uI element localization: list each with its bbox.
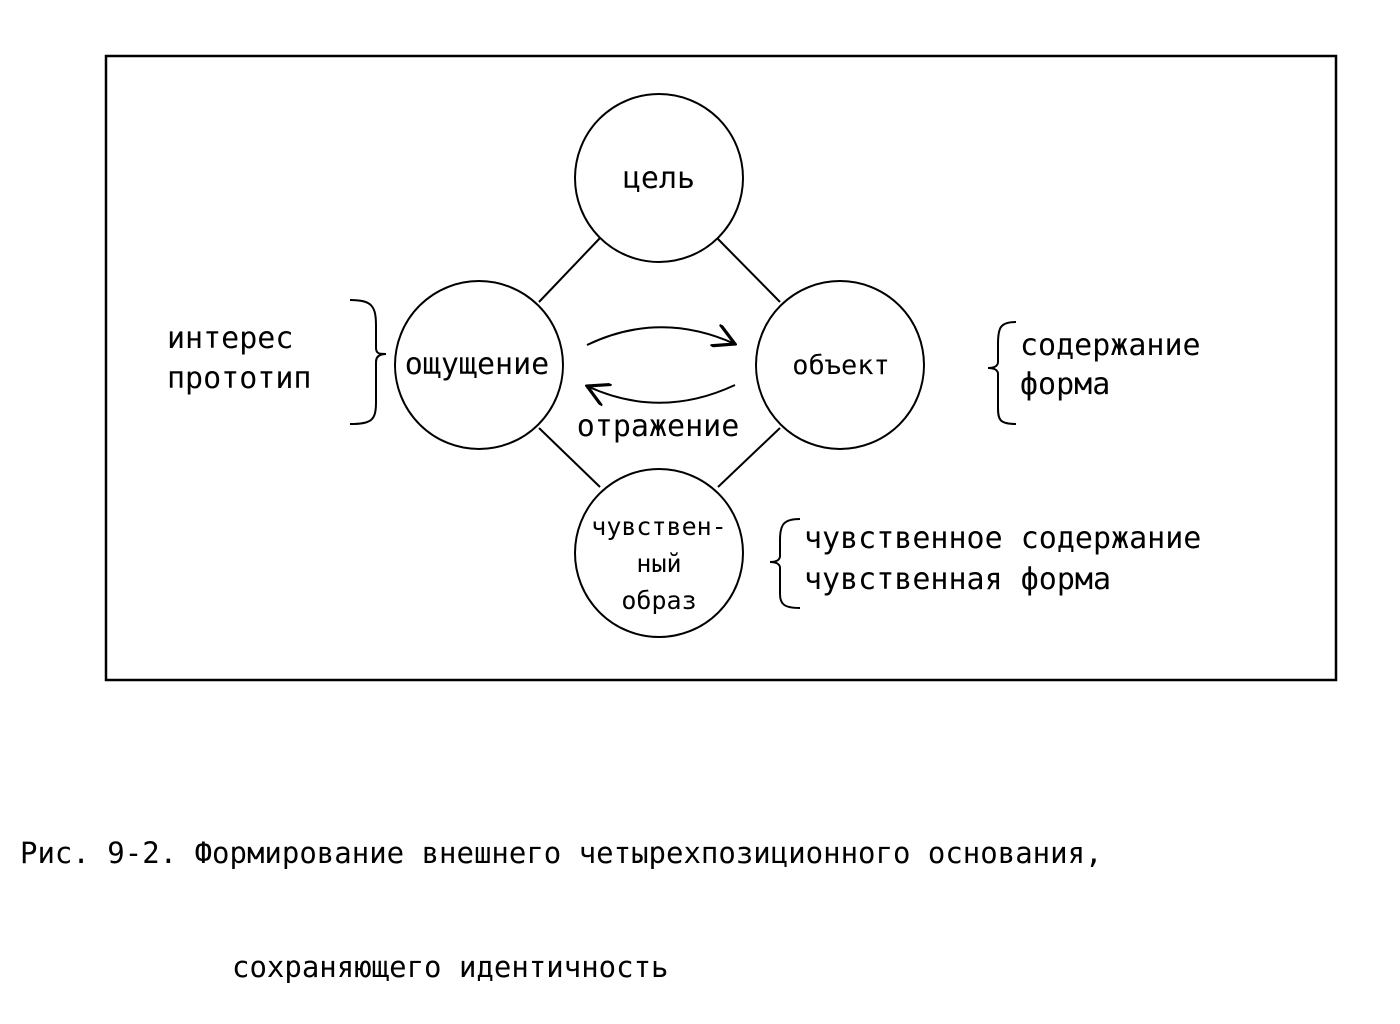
- diagram: цель ощущение объект чувствен- ный образ…: [104, 54, 1338, 682]
- figure-caption: Рис. 9-2. Формирование внешнего четырехп…: [20, 758, 1103, 1024]
- node-bottom-label-line-1: чувствен-: [591, 512, 726, 541]
- bottom-annotation-line-2: чувственная форма: [804, 562, 1111, 597]
- left-annotation-line-2: прототип: [167, 361, 312, 396]
- node-bottom-label-line-2: ный: [636, 549, 681, 578]
- node-bottom-label-line-3: образ: [621, 586, 696, 615]
- right-brace: [987, 321, 1017, 425]
- node-bottom: [574, 468, 744, 638]
- right-annotation-line-2: форма: [1020, 367, 1110, 402]
- node-left: [394, 280, 564, 450]
- caption-line-2: сохраняющего идентичность: [232, 950, 669, 984]
- left-brace: [349, 299, 387, 425]
- arrow-left-to-right: [586, 327, 735, 345]
- arrow-right-to-left: [587, 385, 736, 403]
- edge-label-reflection: отражение: [577, 409, 740, 444]
- diagram-frame: [104, 54, 1338, 682]
- right-annotation-line-1: содержание: [1020, 328, 1201, 363]
- edge-top-right: [716, 237, 781, 303]
- caption-line-1: Рис. 9-2. Формирование внешнего четырехп…: [20, 836, 1103, 870]
- node-top-label: цель: [623, 161, 695, 196]
- edge-top-left: [538, 237, 601, 303]
- edge-right-bottom: [717, 427, 781, 488]
- node-top: [574, 93, 744, 263]
- edge-left-bottom: [538, 427, 601, 488]
- node-right-label: объект: [792, 350, 890, 381]
- bottom-brace: [769, 518, 801, 609]
- node-right: [755, 280, 925, 450]
- left-annotation-line-1: интерес: [167, 321, 293, 356]
- bottom-annotation-line-1: чувственное содержание: [804, 521, 1201, 556]
- node-left-label: ощущение: [405, 347, 550, 382]
